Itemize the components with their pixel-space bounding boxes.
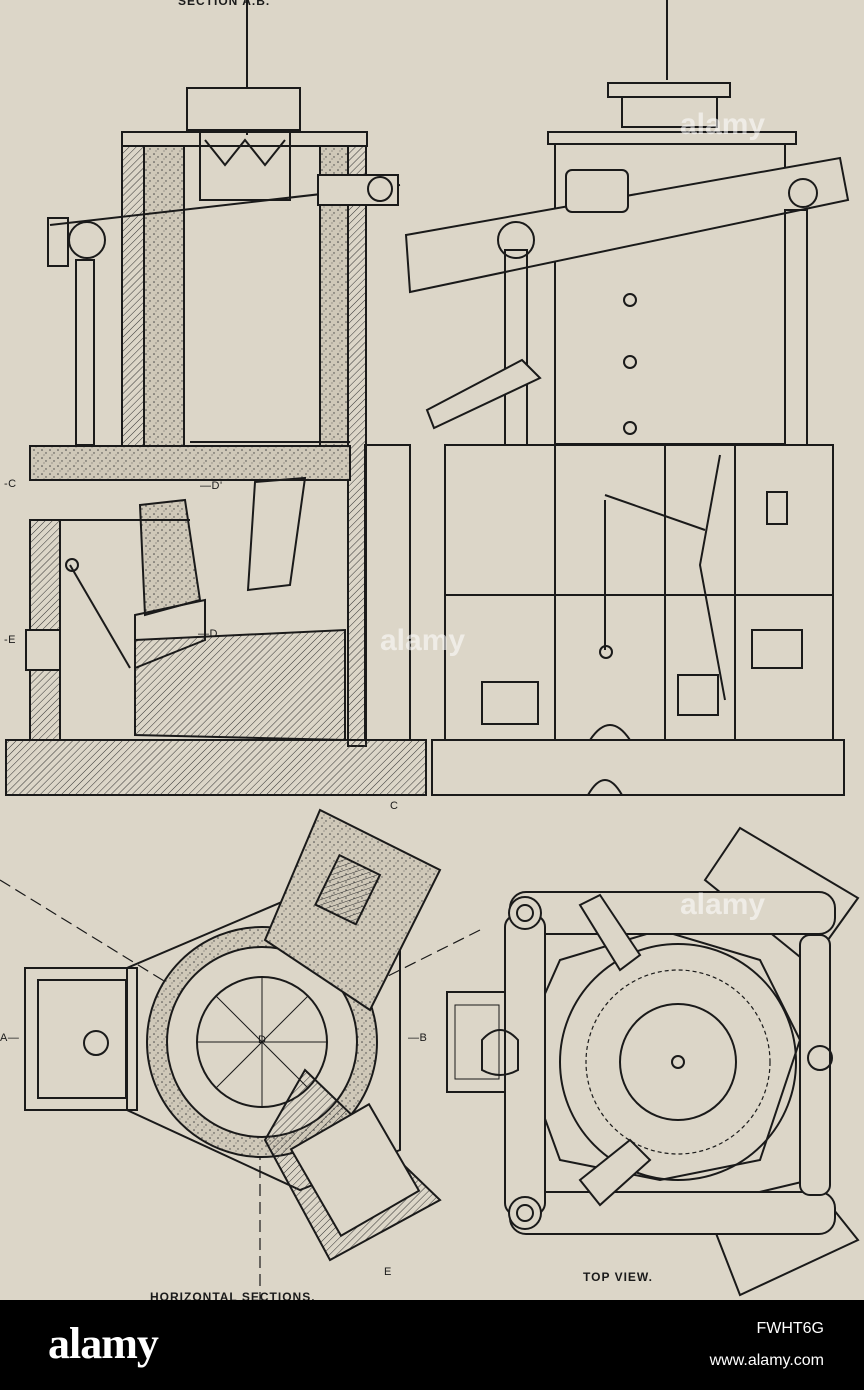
brand-logo: alamy <box>48 1319 159 1368</box>
mark-e-left: -E <box>4 634 16 646</box>
image-id: FWHT6G <box>756 1320 824 1337</box>
site-url: www.alamy.com <box>709 1352 824 1369</box>
section-elevation <box>5 0 427 796</box>
horizontal-sections-caption: HORIZONTAL SECTIONS. <box>150 1290 316 1300</box>
watermark-bottom: alamy <box>680 888 766 921</box>
mark-d-plan: D <box>258 1034 267 1046</box>
mark-e-plan: E <box>384 1266 392 1278</box>
section-title: SECTION A.B. <box>178 0 271 8</box>
mark-d-lower: —D <box>198 628 218 640</box>
side-elevation <box>404 0 850 796</box>
mark-c-plan: C <box>390 800 399 812</box>
horizontal-section-plan <box>0 808 481 1300</box>
mark-c-left: -C <box>4 478 17 490</box>
top-view-plan <box>446 826 860 1297</box>
furnace-drawing <box>0 0 860 1300</box>
top-view-caption: TOP VIEW. <box>583 1270 653 1284</box>
stock-footer: alamy FWHT6G www.alamy.com <box>0 1300 864 1390</box>
mark-b: —B <box>408 1032 428 1044</box>
watermark-top: alamy <box>680 108 766 141</box>
mark-a: A— <box>0 1032 20 1044</box>
engraving-plate: SECTION A.B. -C —D' -E —D A— —B C D E HO… <box>0 0 864 1300</box>
mark-d-upper: —D' <box>200 480 223 492</box>
watermark-center: alamy <box>380 624 466 657</box>
